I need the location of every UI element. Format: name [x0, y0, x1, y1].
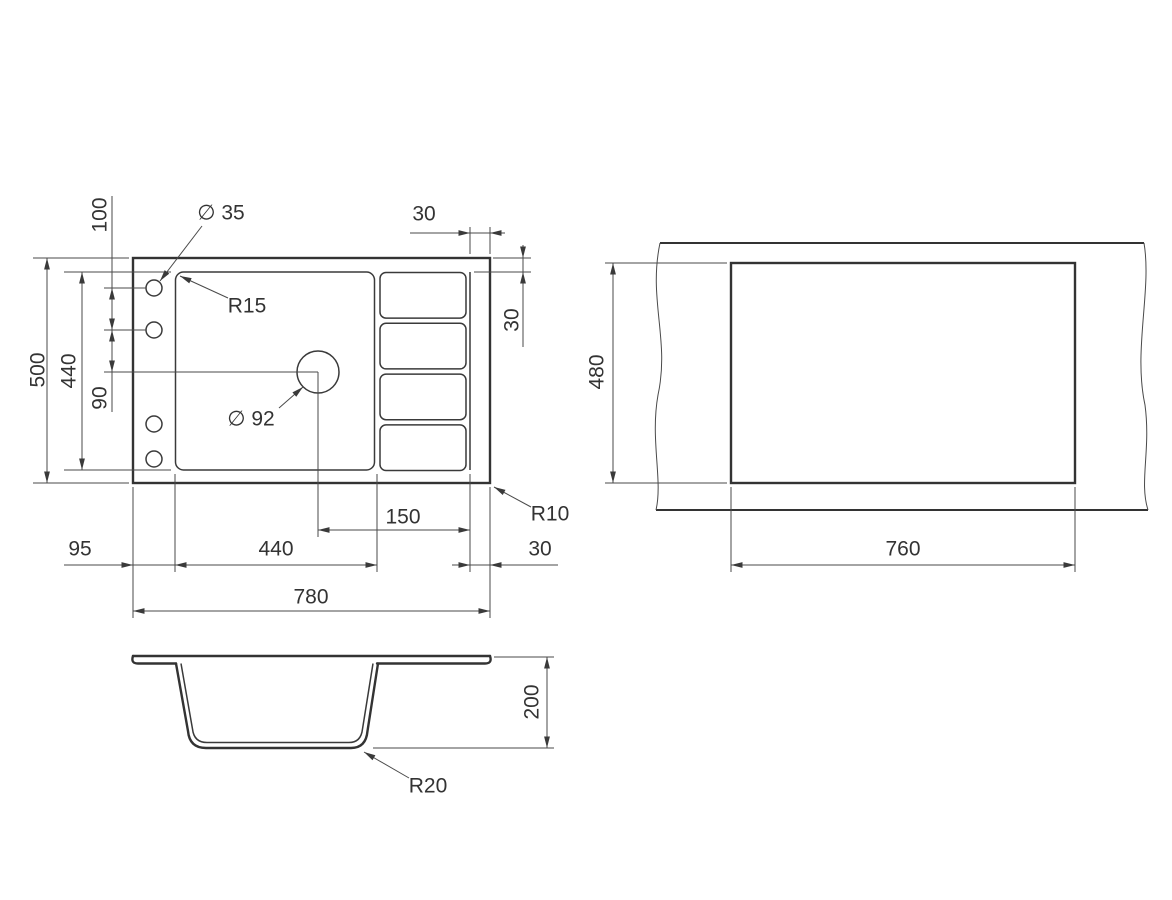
cutout-dimension-labels: 480 760	[586, 354, 921, 560]
dim-label-440-left: 440	[58, 353, 81, 388]
sink-bowl-outline	[174, 271, 376, 471]
cutout-view: 480 760	[586, 242, 1149, 572]
section-view: 200 R20	[131, 654, 554, 798]
break-line-left	[654, 242, 663, 511]
cutout-dimension-lines	[610, 263, 1075, 568]
leader-dia92	[278, 386, 304, 409]
dim-label-500: 500	[27, 352, 50, 387]
dim-label-90: 90	[89, 386, 112, 409]
section-extension-lines	[373, 656, 554, 749]
dim-label-200: 200	[521, 684, 544, 719]
dim-label-440-bottom: 440	[258, 538, 293, 561]
drainboard-rib	[379, 322, 467, 370]
rim-underside	[131, 654, 492, 665]
dim-label-100: 100	[89, 197, 112, 232]
drainboard-ribs	[379, 271, 467, 472]
radius-label-r20: R20	[409, 775, 448, 798]
radius-label-r10: R10	[531, 503, 570, 526]
dim-label-30-bottom: 30	[528, 538, 551, 561]
dim-label-150: 150	[385, 506, 420, 529]
drainboard-rib	[379, 373, 467, 421]
dim-label-30-top: 30	[412, 203, 435, 226]
section-dimension-lines	[363, 657, 550, 779]
cutout-rectangle	[729, 261, 1077, 485]
dim-label-480: 480	[586, 354, 609, 389]
section-dimension-labels: 200 R20	[409, 684, 544, 797]
bowl-inner-wall	[180, 663, 374, 744]
plan-view: 100 500 440 90 ∅ 35 R15 30 30 ∅ 92 150 R…	[27, 196, 570, 618]
plan-dimension-labels: 100 500 440 90 ∅ 35 R15 30 30 ∅ 92 150 R…	[27, 197, 570, 608]
leader-r15	[179, 275, 229, 299]
dim-label-95: 95	[68, 538, 91, 561]
sink-outline	[131, 256, 492, 485]
faucet-hole	[145, 279, 163, 297]
break-line-right	[1140, 242, 1149, 511]
dia-label-35: ∅ 35	[197, 202, 245, 225]
sink-outer-edge	[131, 256, 492, 485]
dim-label-760: 760	[885, 538, 920, 561]
countertop-break-outline	[654, 242, 1149, 511]
section-profile	[131, 654, 492, 750]
drainboard-rib	[379, 271, 467, 319]
faucet-hole	[145, 450, 163, 468]
dia-label-92: ∅ 92	[227, 408, 275, 431]
leader-r20	[363, 751, 410, 779]
plan-leader-lines	[159, 225, 532, 508]
plan-dimension-lines	[44, 230, 558, 614]
dim-label-780: 780	[293, 586, 328, 609]
bowl-outer-wall	[174, 662, 380, 750]
faucet-holes	[145, 279, 163, 468]
dim-label-30-right: 30	[501, 308, 524, 331]
drainboard-rib	[379, 424, 467, 472]
radius-label-r15: R15	[228, 295, 267, 318]
faucet-hole	[145, 321, 163, 339]
leader-r10	[493, 486, 532, 508]
leader-dia35	[159, 225, 203, 282]
cutout-extension-lines	[605, 262, 1076, 572]
plan-extension-lines	[33, 196, 531, 618]
faucet-hole	[145, 415, 163, 433]
